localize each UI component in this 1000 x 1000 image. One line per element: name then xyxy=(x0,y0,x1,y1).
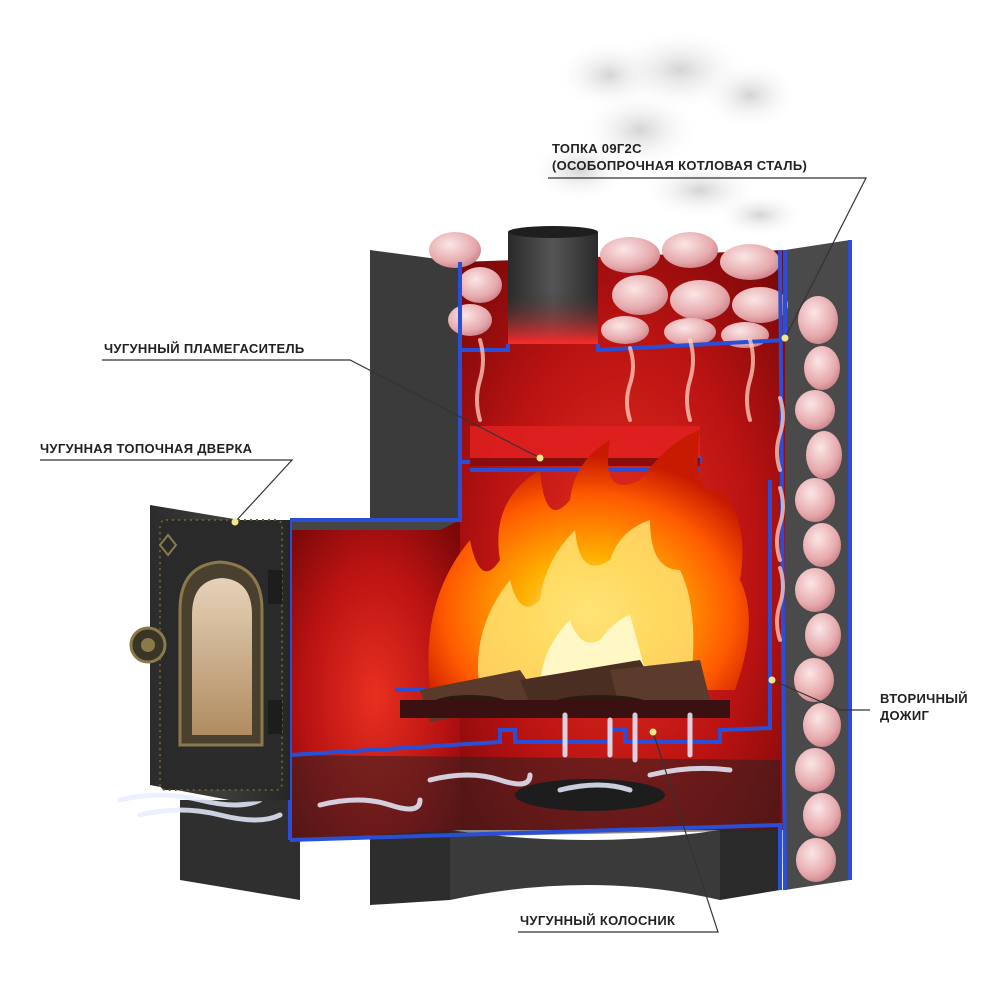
stove-base xyxy=(180,800,780,905)
upper-side-panel xyxy=(370,250,460,520)
fire-flames xyxy=(428,430,749,690)
top-stones xyxy=(429,232,788,348)
label-grate: ЧУГУННЫЙ КОЛОСНИК xyxy=(520,913,676,928)
label-afterburn-line1: ВТОРИЧНЫЙ xyxy=(880,691,968,706)
label-afterburn-line2: ДОЖИГ xyxy=(880,708,930,723)
heat-arrows xyxy=(475,338,785,642)
label-firebox-steel-line2: (ОСОБОПРОЧНАЯ КОТЛОВАЯ СТАЛЬ) xyxy=(552,158,808,173)
leader-lines xyxy=(40,177,870,933)
door-handle xyxy=(129,626,167,664)
label-firebox-steel: ТОПКА 09Г2С (ОСОБОПРОЧНАЯ КОТЛОВАЯ СТАЛЬ… xyxy=(552,140,807,174)
side-stones xyxy=(794,296,842,882)
steam-cloud xyxy=(530,28,805,237)
label-flame-damper: ЧУГУННЫЙ ПЛАМЕГАСИТЕЛЬ xyxy=(104,341,305,356)
label-firebox-steel-line1: ТОПКА 09Г2С xyxy=(552,141,642,156)
chimney-pipe xyxy=(508,226,598,344)
cast-iron-door xyxy=(150,505,290,802)
label-afterburn: ВТОРИЧНЫЙ ДОЖИГ xyxy=(880,690,968,724)
leader-dots xyxy=(231,334,789,736)
air-flow-arrows xyxy=(117,712,733,823)
label-firebox-door: ЧУГУННАЯ ТОПОЧНАЯ ДВЕРКА xyxy=(40,441,253,456)
cast-iron-grate xyxy=(400,700,730,811)
